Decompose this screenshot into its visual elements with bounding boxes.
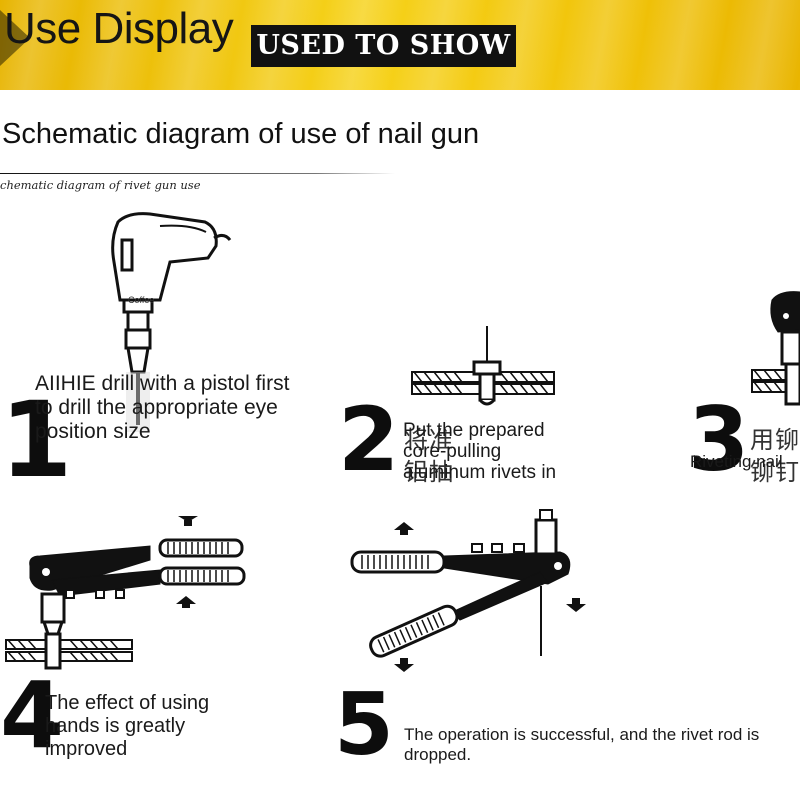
diagram-caption: chematic diagram of rivet gun use: [0, 178, 201, 192]
step-2-text: Put the prepared core-pulling aluminum r…: [403, 420, 557, 483]
banner-box-label: USED TO SHOW: [251, 25, 516, 67]
riveter-open-illustration: [350, 509, 586, 672]
rivet-gun-partial-illustration: [751, 291, 800, 406]
step-5-text: The operation is successful, and the riv…: [404, 725, 760, 764]
step-4-number: 4: [0, 662, 65, 769]
step-1-text: AIIHIE drill with a pistol first to dril…: [35, 372, 290, 443]
step-2-number: 2: [338, 388, 400, 491]
step-3-text: Riveting nail: [690, 452, 783, 471]
drill-illustration: [111, 212, 232, 425]
drill-shadow: [126, 372, 150, 432]
caption-rule: [0, 173, 395, 174]
step-5-number: 5: [334, 675, 394, 775]
step-2-cn-line-1: 将准: [404, 426, 454, 454]
step-4-text: The effect of using hands is greatly imp…: [45, 692, 210, 760]
step-3-number: 3: [688, 388, 750, 491]
header-banner: Use Display USED TO SHOW: [0, 0, 800, 90]
step-1-number: 1: [0, 379, 73, 501]
drill-label: Coffee: [128, 295, 155, 305]
step-3-cn-line-1: 用铆: [750, 426, 800, 454]
riveter-closed-illustration: [5, 516, 246, 670]
rivet-insert-illustration: [411, 326, 555, 406]
step-3-cn-line-2: 铆钉: [750, 458, 800, 486]
diagram-title: Schematic diagram of use of nail gun: [2, 118, 480, 150]
banner-arrow-icon: [0, 10, 30, 66]
banner-title: Use Display: [4, 4, 234, 53]
step-2-cn-line-2: 铝抽: [404, 458, 454, 486]
